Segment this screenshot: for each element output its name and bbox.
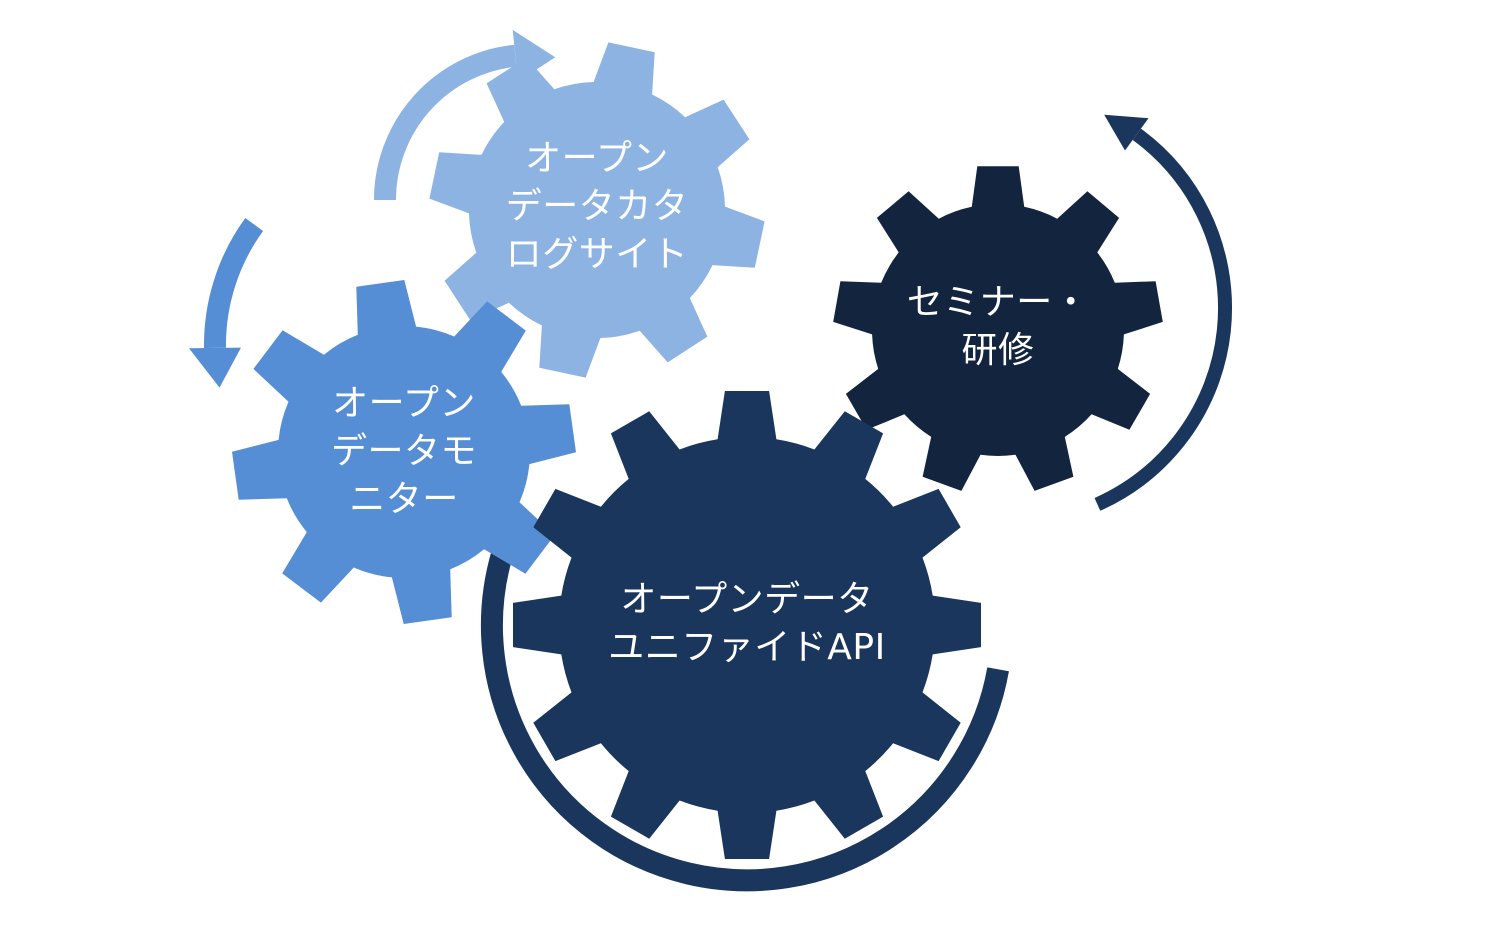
gear-label-seminar: セミナー・ 研修 [907,279,1090,375]
gear-label-line: データカタ [505,186,689,227]
gear-icon [232,280,576,624]
arrow-head [1104,114,1149,151]
gear-label-monitor: オープン データモ ニター [331,380,477,524]
gear-label-line: オープンデータ [620,579,874,620]
gear-label-line: 研修 [961,330,1035,371]
arrow-shaft [1094,128,1232,511]
gear-icon [833,166,1163,491]
gear-label-api: オープンデータ ユニファイドAPI [608,576,885,672]
gear-label-line: オープン [525,138,669,179]
arrow-shaft [480,549,1009,892]
gear-label-line: セミナー・ [906,282,1090,323]
gear-label-line: ログサイト [505,234,689,275]
gear-label-catalog: オープン データカタ ログサイト [506,135,689,279]
curved-arrow-icon [1094,114,1232,511]
arrow-head [189,347,241,388]
gear-label-line: オープン [332,383,476,424]
gear-label-line: ニター [349,479,459,520]
gear-icon [429,42,765,378]
curved-arrow-icon [189,218,264,388]
arrow-shaft [203,218,264,349]
arrow-shaft [374,44,517,201]
gear-label-line: データモ [330,431,478,472]
gear-icon [513,391,981,859]
gear-label-line: ユニファイドAPI [608,627,886,668]
